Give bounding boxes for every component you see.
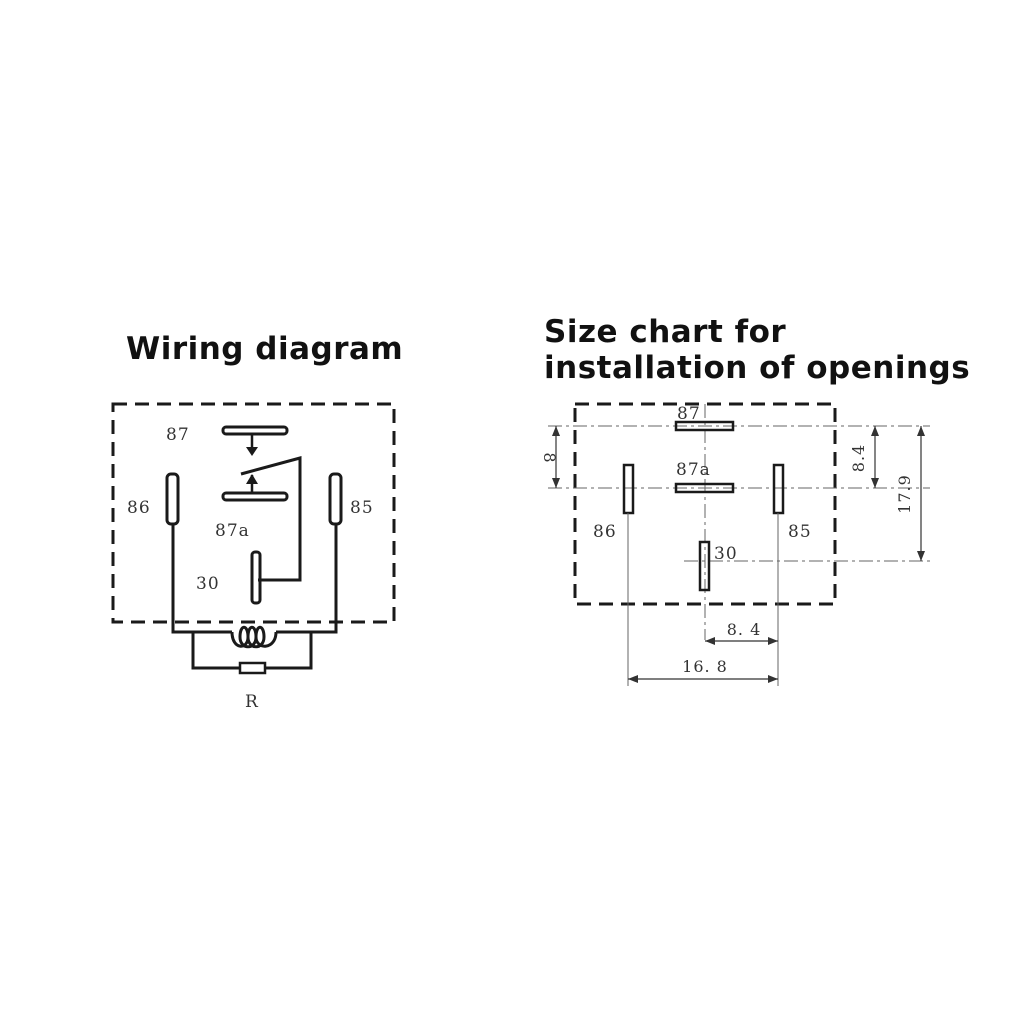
contact-87-bar xyxy=(221,425,289,436)
size-chart-title-line-1: Size chart for xyxy=(544,314,787,350)
wire-86 xyxy=(171,524,232,634)
terminal-85-bar xyxy=(328,472,343,526)
size-label-86: 86 xyxy=(593,522,617,542)
switch-arm xyxy=(240,456,302,582)
size-chart xyxy=(548,402,930,686)
opening-87 xyxy=(674,420,735,432)
label-resistor: R xyxy=(245,692,259,712)
wire-resistor-loop xyxy=(191,632,240,670)
opening-outline xyxy=(573,402,837,606)
arrow-down-icon xyxy=(246,447,258,456)
size-label-87a: 87a xyxy=(676,460,711,480)
opening-85 xyxy=(772,463,785,515)
wiring-diagram-title: Wiring diagram xyxy=(126,331,404,367)
dimension-8-4-horizontal: 8. 4 xyxy=(727,620,762,639)
size-chart-labels: 87 87a 86 85 30 8 8.4 17.9 8. 4 16. 8 xyxy=(540,404,914,676)
size-chart-title-line-2: installation of openings xyxy=(544,350,971,386)
relay-housing-outline xyxy=(111,402,396,624)
opening-30 xyxy=(698,540,711,592)
resistor-icon xyxy=(238,661,267,675)
terminal-30-bar xyxy=(250,550,262,605)
contact-87a-bar xyxy=(221,491,289,502)
wiring-diagram xyxy=(111,402,396,675)
dimension-8: 8 xyxy=(540,452,559,463)
size-label-87: 87 xyxy=(677,404,701,424)
dimension-16-8: 16. 8 xyxy=(682,657,728,676)
coil-icon xyxy=(230,625,278,649)
arrow-up-icon xyxy=(246,474,258,484)
wire-85 xyxy=(276,524,338,634)
opening-87a xyxy=(674,482,735,494)
label-86: 86 xyxy=(127,498,151,518)
label-87: 87 xyxy=(166,425,190,445)
size-label-85: 85 xyxy=(788,522,812,542)
opening-86 xyxy=(622,463,635,515)
label-85: 85 xyxy=(350,498,374,518)
dimension-17-9: 17.9 xyxy=(895,474,914,514)
size-label-30: 30 xyxy=(714,544,738,564)
wiring-labels: 87 86 85 87a 30 R xyxy=(127,425,374,712)
label-30: 30 xyxy=(196,574,220,594)
label-87a: 87a xyxy=(215,521,250,541)
terminal-86-bar xyxy=(165,472,180,526)
dimension-8-4-vertical: 8.4 xyxy=(849,444,868,472)
